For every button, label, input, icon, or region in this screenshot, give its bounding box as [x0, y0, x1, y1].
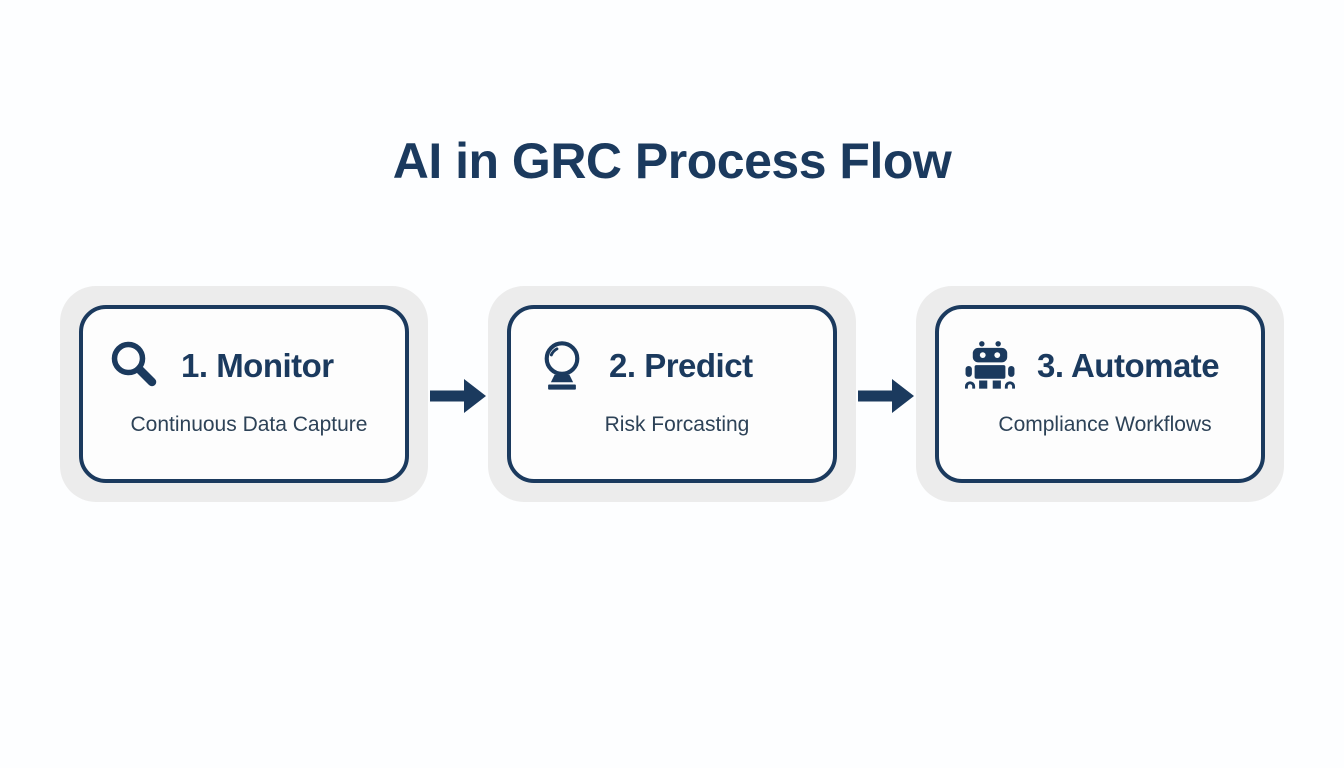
crystal-ball-icon [533, 337, 591, 395]
process-flow: 1. Monitor Continuous Data Capture [0, 286, 1344, 502]
magnifier-icon [105, 337, 163, 395]
step-card-monitor: 1. Monitor Continuous Data Capture [60, 286, 428, 502]
step-header: 3. Automate [959, 337, 1251, 395]
arrow-right-icon [858, 373, 914, 419]
step-box-monitor: 1. Monitor Continuous Data Capture [79, 305, 409, 483]
step-label: 3. Automate [1037, 347, 1220, 384]
step-box-predict: 2. Predict Risk Forcasting [507, 305, 837, 483]
page-title: AI in GRC Process Flow [392, 133, 952, 189]
step-description: Compliance Workflows [998, 413, 1212, 436]
step-description: Risk Forcasting [604, 413, 750, 436]
step-card-automate: 3. Automate Compliance Workflows [916, 286, 1284, 502]
robot-icon [961, 337, 1019, 395]
step-header: 1. Monitor [103, 337, 395, 395]
arrow-right-icon [430, 373, 486, 419]
step-label: 1. Monitor [181, 347, 334, 384]
step-card-predict: 2. Predict Risk Forcasting [488, 286, 856, 502]
step-header: 2. Predict [531, 337, 823, 395]
step-box-automate: 3. Automate Compliance Workflows [935, 305, 1265, 483]
step-label: 2. Predict [609, 347, 753, 384]
step-description: Continuous Data Capture [130, 413, 368, 436]
